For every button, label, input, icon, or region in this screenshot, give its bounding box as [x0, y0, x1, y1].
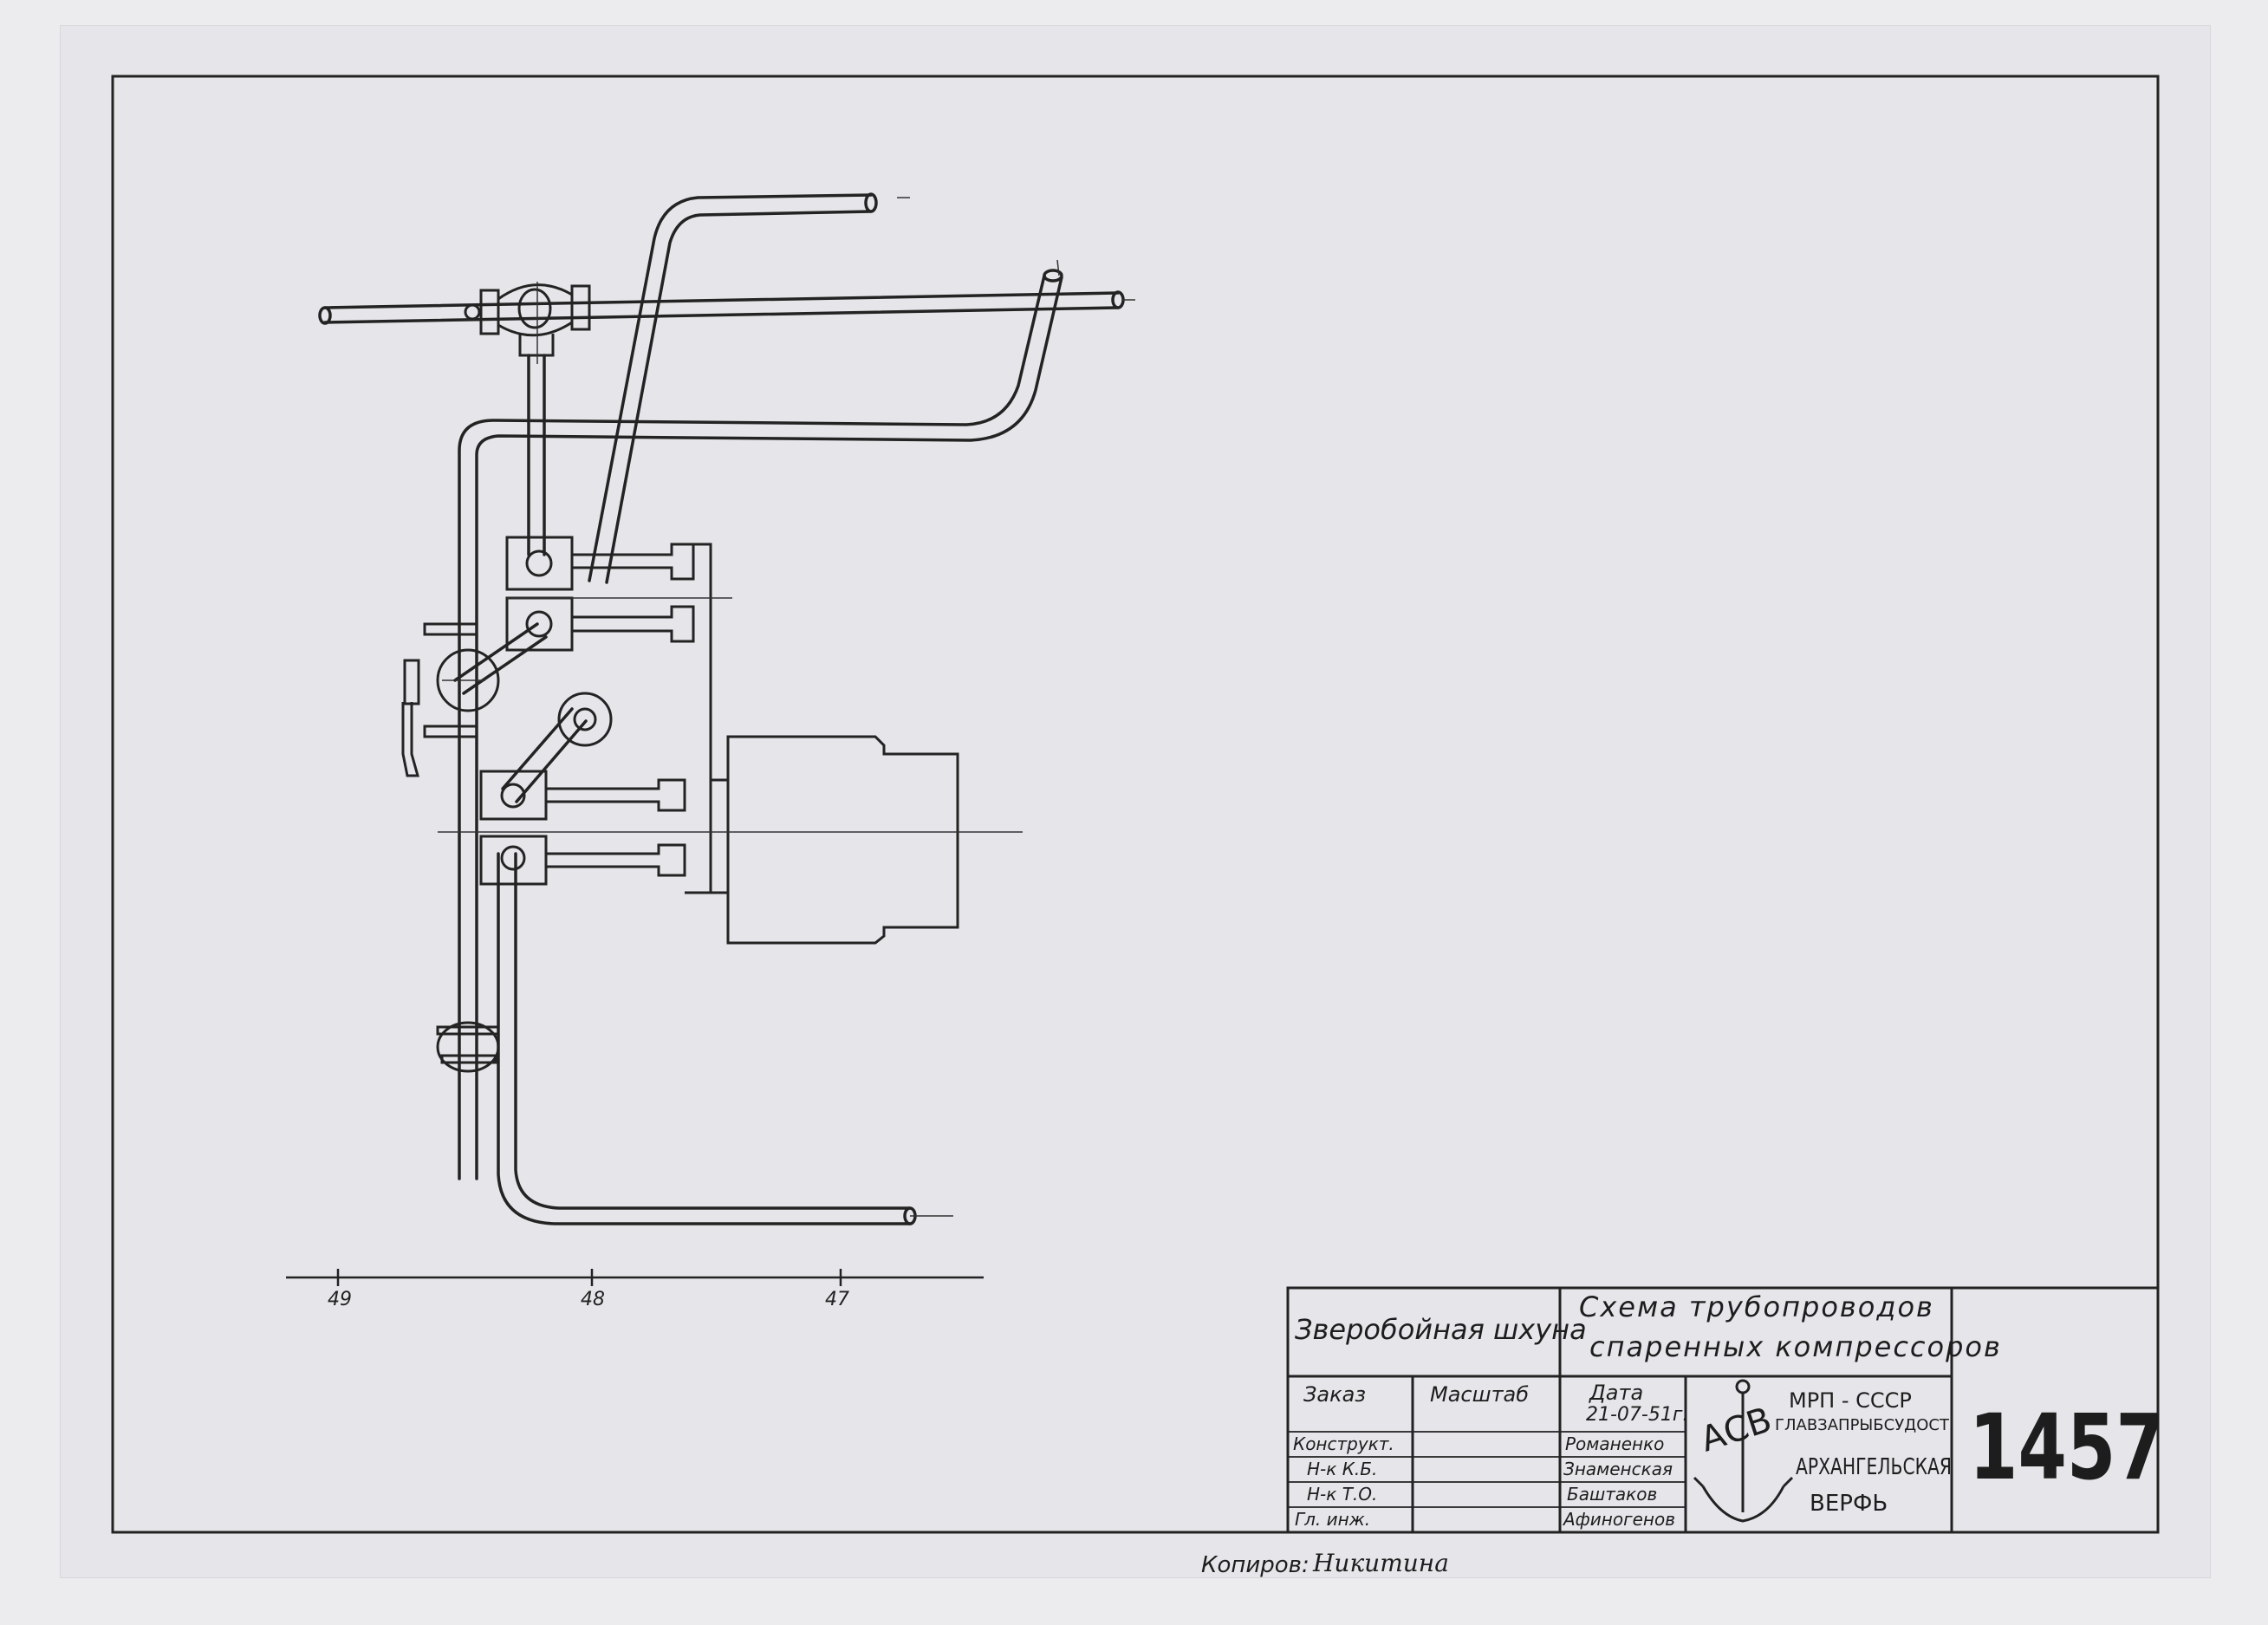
- frame-label-49: 49: [328, 1289, 352, 1310]
- pipes: [318, 192, 1125, 1225]
- frame-label-48: 48: [581, 1289, 605, 1310]
- valves: [401, 283, 613, 1073]
- role-1: Конструкт.: [1293, 1433, 1394, 1454]
- signer-4: Афиногенов: [1563, 1509, 1676, 1530]
- title-block-grid: [1286, 1286, 2160, 1534]
- sheet-border: [111, 75, 2160, 1534]
- role-2: Н-к К.Б.: [1307, 1459, 1378, 1479]
- org-line-1: МРП - СССР: [1789, 1388, 1912, 1413]
- drawing-sheet: [61, 26, 2210, 1577]
- order-label: Заказ: [1303, 1382, 1367, 1407]
- copier-label: Копиров:: [1201, 1552, 1309, 1578]
- signer-2: Знаменская: [1563, 1459, 1673, 1479]
- copier-signature: Никитина: [1313, 1549, 1449, 1577]
- anchor-logo: [1693, 1379, 1794, 1523]
- drawing-title-line2: спаренных компрессоров: [1589, 1330, 2002, 1363]
- drawing-title-line1: Схема трубопроводов: [1579, 1290, 1934, 1323]
- frame-axis: [286, 1269, 984, 1286]
- org-line-4: ВЕРФЬ: [1810, 1491, 1888, 1517]
- compressors: [479, 536, 959, 945]
- centerlines: [438, 197, 1135, 1217]
- frame-label-47: 47: [825, 1289, 849, 1310]
- role-4: Гл. инж.: [1295, 1509, 1371, 1530]
- scale-label: Масштаб: [1430, 1382, 1530, 1407]
- vessel-name: Зверобойная шхуна: [1295, 1313, 1587, 1346]
- signer-3: Баштаков: [1567, 1484, 1658, 1505]
- title-block-rows: [1288, 1431, 1686, 1508]
- sheet-number: 1457: [1969, 1394, 2165, 1500]
- role-3: Н-к Т.О.: [1307, 1484, 1378, 1505]
- signer-1: Романенко: [1565, 1433, 1665, 1454]
- org-line-3: АРХАНГЕЛЬСКАЯ: [1796, 1454, 1952, 1480]
- org-line-2: ГЛАВЗАПРЫБСУДОСТ.: [1775, 1416, 1954, 1434]
- date-label: Дата: [1589, 1381, 1644, 1405]
- date-value: 21-07-51г.: [1586, 1404, 1689, 1426]
